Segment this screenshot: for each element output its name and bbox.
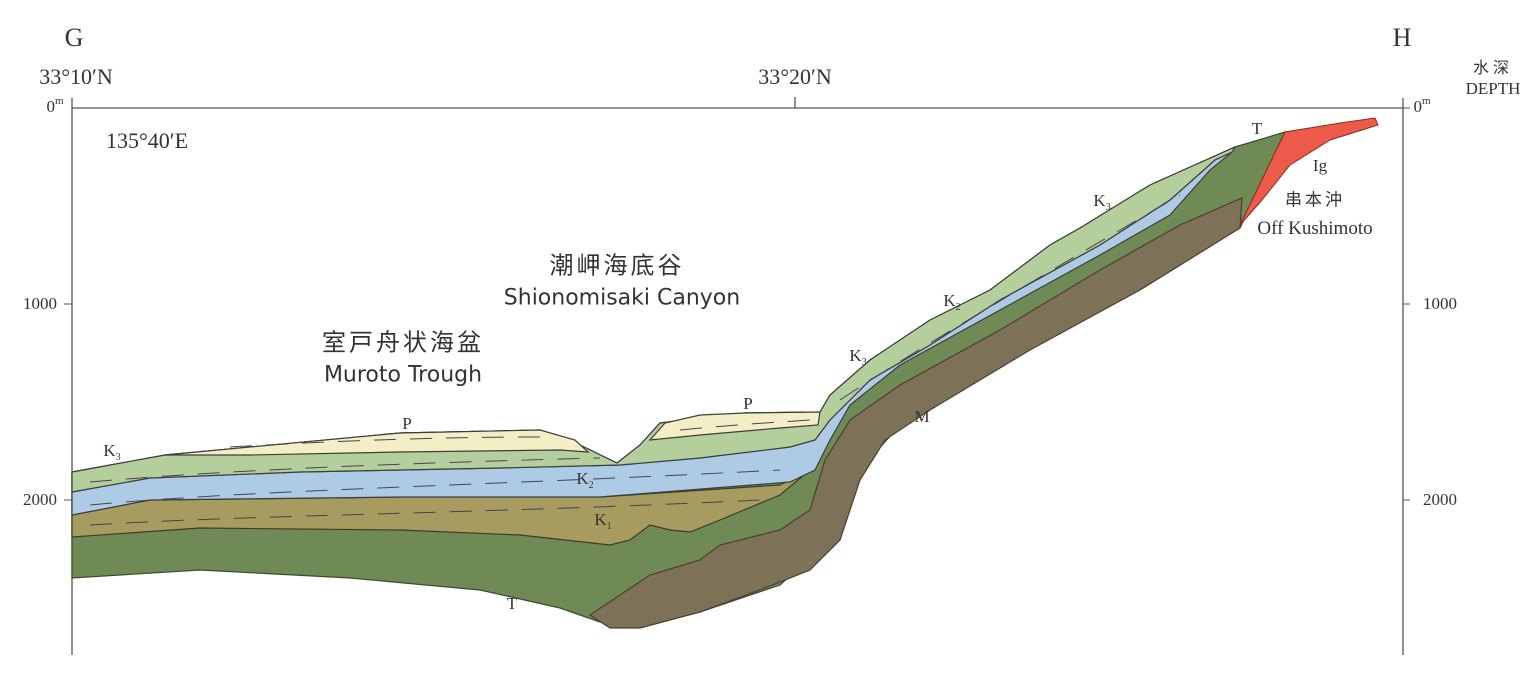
unit-label-Ig: Ig — [1312, 156, 1328, 175]
unit-label-M: M — [914, 407, 930, 426]
canyon-name-en: Shionomisaki Canyon — [503, 285, 741, 311]
unit-label-T-top: T — [1251, 119, 1263, 138]
endpoint-H: H — [1392, 23, 1412, 52]
unit-label-P-left: P — [402, 414, 412, 433]
layer-K3 — [71, 145, 1237, 493]
depth-title-en: DEPTH — [1465, 79, 1521, 98]
unit-label-K1: K1 — [594, 510, 612, 532]
unit-label-T-bottom: T — [506, 594, 518, 613]
trough-name-en: Muroto Trough — [323, 362, 483, 388]
endpoint-G: G — [64, 23, 84, 52]
layer-P-left — [164, 429, 590, 456]
layer-Ig — [1239, 117, 1379, 226]
depth-right-2000: 2000 — [1423, 490, 1457, 509]
layer-P-right — [648, 411, 821, 441]
bedding-dashes — [89, 194, 1181, 526]
trough-name-jp: 室戸舟状海盆 — [322, 328, 484, 357]
depth-left-1000: 1000 — [23, 294, 57, 313]
unit-label-K3-upper: K3 — [1093, 191, 1111, 213]
depth-title-jp: 水深 — [1472, 58, 1514, 77]
depth-right-0: 0m — [1413, 95, 1431, 116]
longitude-label: 135°40′E — [105, 128, 189, 153]
unit-label-P-right: P — [743, 394, 753, 413]
kushimoto-name-en: Off Kushimoto — [1257, 218, 1373, 239]
unit-label-K3-slope: K3 — [849, 346, 867, 368]
unit-label-K2-basin: K2 — [576, 469, 594, 491]
unit-label-K2-slope: K2 — [943, 291, 961, 313]
layer-M — [588, 197, 1243, 629]
unit-label-K3-left: K3 — [103, 441, 121, 463]
latitude-middle: 33°20′N — [758, 64, 832, 89]
kushimoto-name-jp: 串本沖 — [1285, 190, 1345, 211]
canyon-name-jp: 潮岬海底谷 — [549, 251, 685, 280]
depth-left-0: 0m — [46, 95, 64, 116]
depth-left-2000: 2000 — [23, 490, 57, 509]
depth-right-1000: 1000 — [1423, 294, 1457, 313]
latitude-left: 33°10′N — [39, 64, 113, 89]
